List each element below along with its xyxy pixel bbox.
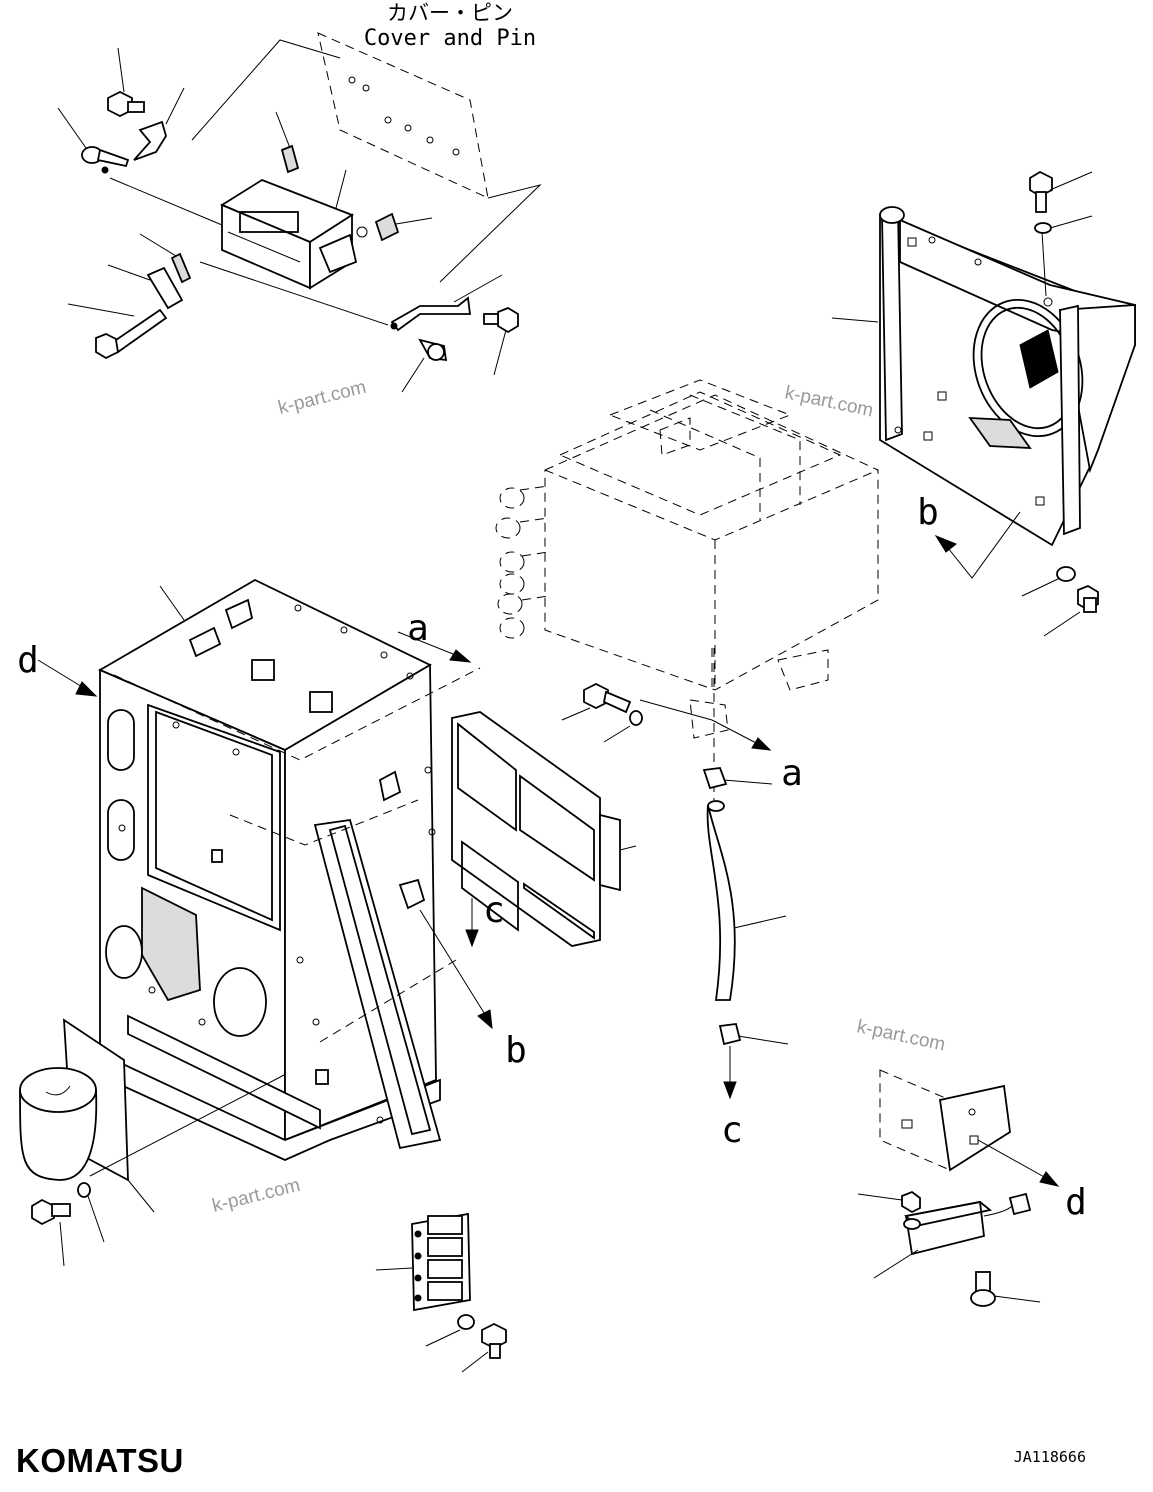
bell-duct bbox=[19, 1018, 287, 1267]
drawing-number: JA118666 bbox=[1014, 1448, 1086, 1466]
blower-frame-assembly bbox=[831, 170, 1136, 637]
arrow-label-b-right: b bbox=[917, 492, 939, 533]
arrow-label-d-left: d bbox=[17, 640, 39, 681]
komatsu-logo: KOMATSU bbox=[16, 1442, 184, 1479]
watermark: k-part.com bbox=[210, 1175, 302, 1217]
main-housing bbox=[98, 578, 481, 1161]
watermark: k-part.com bbox=[855, 1016, 947, 1055]
arrow-label-c-hose: c bbox=[721, 1110, 743, 1151]
arrow-label-d-right: d bbox=[1065, 1182, 1087, 1223]
air-filter bbox=[451, 711, 637, 947]
arrow-label-a-top: a bbox=[407, 608, 429, 649]
sensor-bracket bbox=[857, 1069, 1060, 1307]
relay-block bbox=[375, 1212, 507, 1373]
arrow-label-a-right: a bbox=[781, 753, 803, 794]
title-japanese: カバー・ピン bbox=[387, 1, 513, 25]
watermark: k-part.com bbox=[276, 377, 368, 419]
drain-hose bbox=[702, 648, 789, 1100]
title-english: Cover and Pin bbox=[364, 26, 536, 51]
heater-unit-phantom bbox=[495, 379, 879, 743]
cover-and-pin-assembly bbox=[57, 32, 542, 393]
arrow-label-c-center: c bbox=[483, 890, 505, 931]
arrow-label-b-center: b bbox=[505, 1030, 527, 1071]
watermark: k-part.com bbox=[783, 382, 875, 421]
